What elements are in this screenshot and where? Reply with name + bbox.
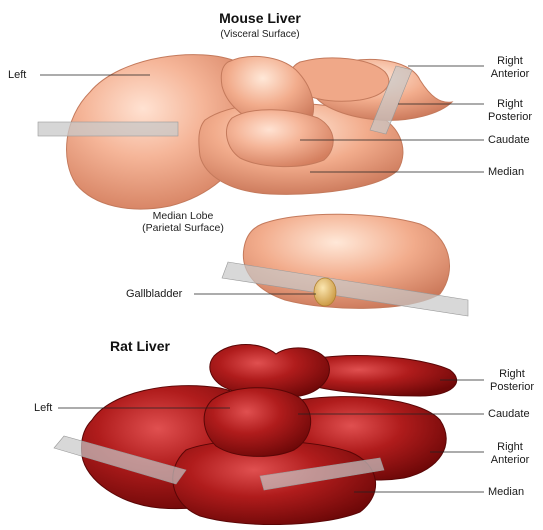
mouse-median-lobe-parietal xyxy=(222,214,468,316)
median-lobe-title: Median Lobe xyxy=(128,210,238,222)
mouse-liver-subtitle: (Visceral Surface) xyxy=(190,29,330,40)
rat-liver xyxy=(54,345,457,525)
mouse-label-left: Left xyxy=(8,69,26,82)
mouse-label-right-anterior: Right Anterior xyxy=(484,55,536,81)
mouse-label-caudate: Caudate xyxy=(488,134,530,147)
rat-label-right-anterior: Right Anterior xyxy=(484,441,536,467)
mouse-liver-visceral xyxy=(38,55,452,209)
mouse-label-median: Median xyxy=(488,166,524,179)
rat-label-caudate: Caudate xyxy=(488,408,530,421)
gallbladder-shape xyxy=(314,278,336,306)
rat-label-median: Median xyxy=(488,486,524,499)
rat-caudate-lobe xyxy=(204,388,311,457)
rat-liver-title: Rat Liver xyxy=(90,338,190,354)
median-lobe-subtitle: (Parietal Surface) xyxy=(128,222,238,234)
rat-label-left: Left xyxy=(34,402,52,415)
mouse-liver-title: Mouse Liver xyxy=(190,10,330,26)
mouse-caudate-process xyxy=(226,110,333,167)
mouse-section-plane-left xyxy=(38,122,178,136)
mouse-label-right-posterior: Right Posterior xyxy=(484,98,536,124)
gallbladder-label: Gallbladder xyxy=(126,288,182,301)
rat-label-right-posterior: Right Posterior xyxy=(484,368,540,394)
